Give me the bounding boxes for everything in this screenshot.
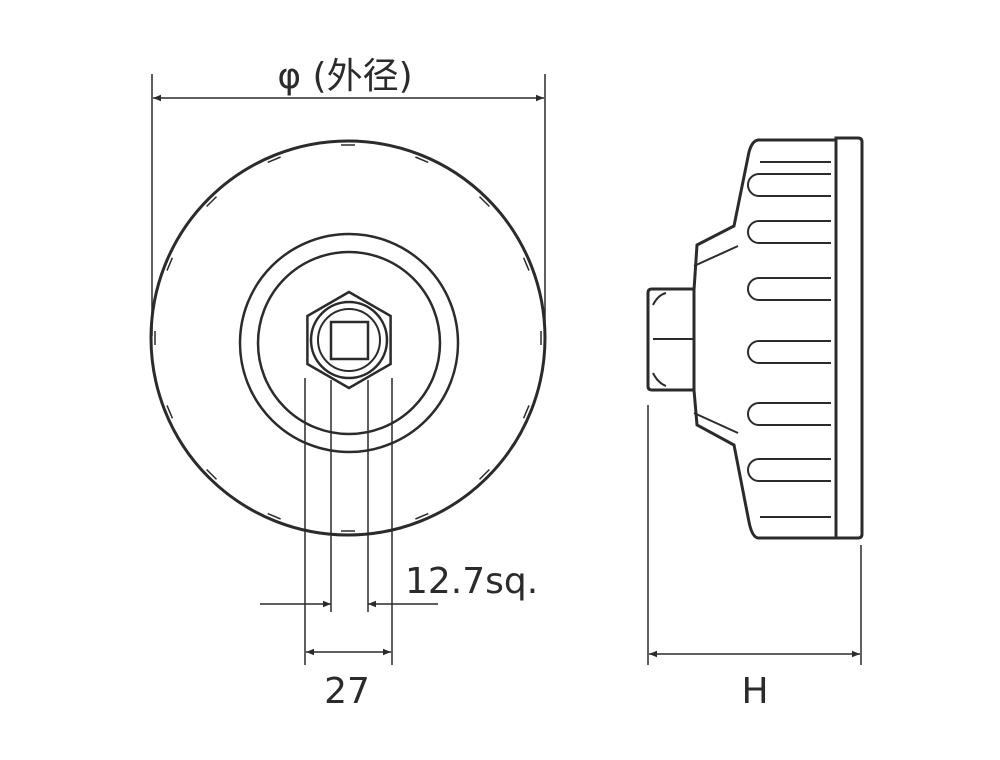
rim-flute-mark [522,405,530,419]
rim-flute-mark [206,196,218,208]
front-view [149,139,547,537]
dimension-square-drive: 12.7sq. [260,380,538,612]
rim-flute-mark [206,468,218,480]
front-hex-nut [306,290,392,390]
side-view [646,136,864,540]
front-drive-ring-inner [317,308,381,372]
rim-flute-mark [478,196,490,208]
rim-flute-mark [267,512,281,520]
rim-flute-mark [415,512,429,520]
grip-slot [747,458,831,482]
rim-flute-mark [267,156,281,164]
outer-diameter-label: φ (外径) [277,56,412,97]
dimension-hex-size: 27 [304,378,393,712]
side-grip-slots [747,173,831,482]
rim-flute-mark [478,468,490,480]
front-boss-outer [238,232,460,454]
rim-flute-mark [166,257,174,271]
side-flange [834,136,864,540]
front-square-drive [329,320,370,361]
hex-size-label: 27 [324,671,370,712]
height-label: H [741,671,768,712]
side-hex-drive [646,287,694,392]
front-boss-inner [256,250,442,436]
side-neck-chamfer-bottom [693,412,739,434]
front-outer-rim [149,139,547,537]
dimension-height: H [647,405,862,712]
grip-slot [747,173,831,197]
dimension-outer-diameter: φ (外径) [151,56,546,336]
rim-flute-mark [522,257,530,271]
rim-flute-mark [415,156,429,164]
front-rim-flutes [154,144,542,532]
grip-slot [747,220,831,244]
grip-slot [747,402,831,426]
grip-slot [747,277,831,301]
side-hex-drive-facets [652,292,667,387]
side-body [692,138,836,540]
grip-slot [747,340,831,364]
rim-flute-mark [166,405,174,419]
square-drive-label: 12.7sq. [405,561,538,602]
side-neck-chamfer-top [693,245,739,267]
front-drive-ring [309,300,389,380]
